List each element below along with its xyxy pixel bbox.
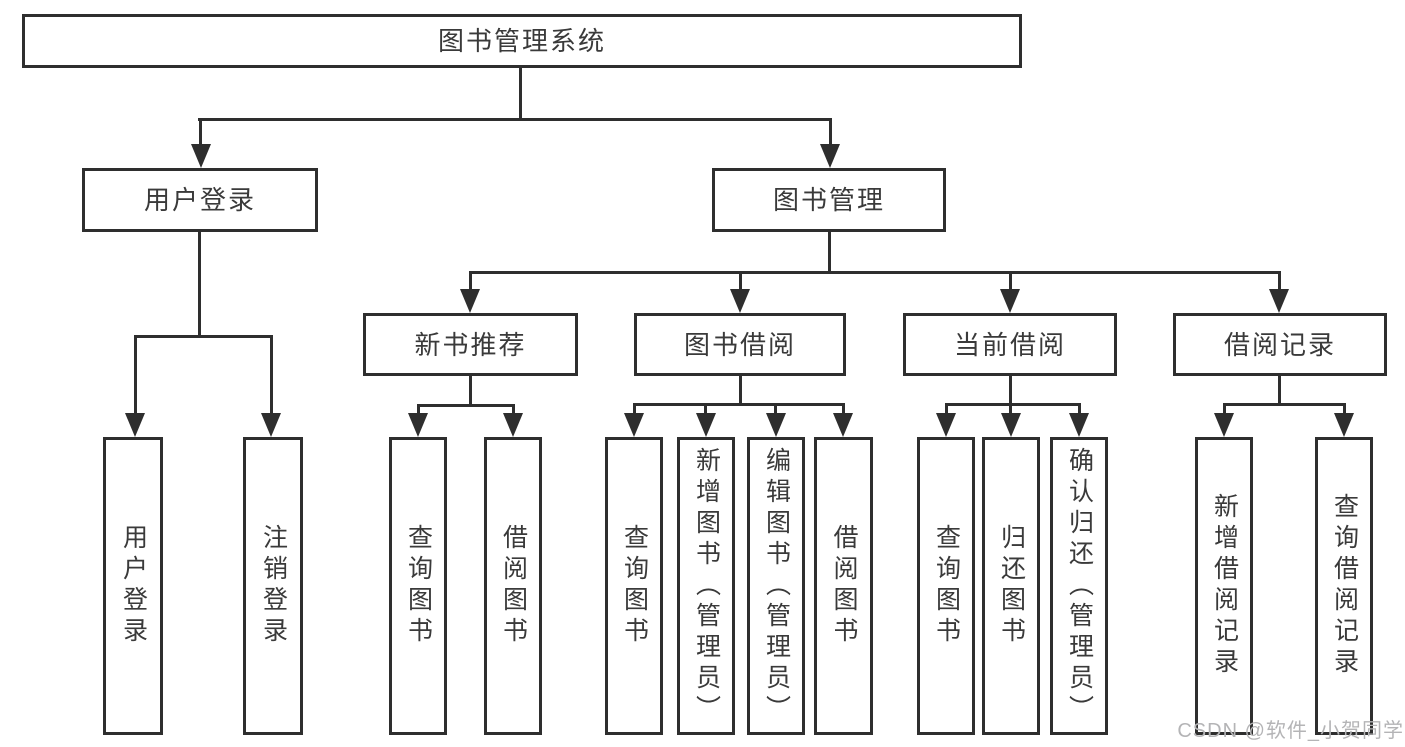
connector-line [704,403,707,416]
connector-line [945,403,948,416]
leaf-borrowing-query-books: 查询图书 [605,437,663,735]
arrowhead-down-icon [1001,413,1021,437]
arrowhead-down-icon [125,413,145,437]
node-user-login-label: 用户登录 [143,185,256,215]
connector-line [842,403,845,416]
leaf-borrowing-add-books-admin-label: 新增图书（管理员） [692,446,721,726]
arrowhead-down-icon [1334,413,1354,437]
node-book-management: 图书管理 [712,168,946,232]
connector-line [774,403,777,416]
arrowhead-down-icon [1000,289,1020,313]
arrowhead-down-icon [936,413,956,437]
connector-line [1223,403,1345,406]
connector-line [633,403,845,406]
leaf-newbook-borrow-books: 借阅图书 [484,437,542,735]
connector-line [1343,403,1346,416]
leaf-user-login-label: 用户登录 [119,524,148,648]
connector-line [739,271,742,293]
connector-line [134,335,137,415]
node-current-borrowing-label: 当前借阅 [953,329,1066,360]
arrowhead-down-icon [408,413,428,437]
arrowhead-down-icon [261,413,281,437]
connector-line [739,376,742,406]
connector-line [1078,403,1081,416]
node-book-borrowing-label: 图书借阅 [683,329,796,360]
arrowhead-down-icon [766,413,786,437]
connector-line [512,404,515,416]
leaf-borrowing-borrow-books-label: 借阅图书 [830,524,858,648]
connector-line [198,118,832,121]
leaf-borrowing-borrow-books: 借阅图书 [814,437,873,735]
leaf-newbook-query-books-label: 查询图书 [404,524,433,648]
arrowhead-down-icon [624,413,644,437]
leaf-user-login: 用户登录 [103,437,163,735]
leaf-records-add-borrow-record: 新增借阅记录 [1195,437,1253,735]
leaf-records-add-borrow-record-label: 新增借阅记录 [1210,493,1239,679]
leaf-current-confirm-return-admin-label: 确认归还（管理员） [1065,446,1094,726]
connector-line [417,404,420,416]
leaf-borrowing-query-books-label: 查询图书 [620,524,649,648]
node-borrow-records-label: 借阅记录 [1223,329,1336,360]
connector-line [829,118,832,146]
connector-line [1009,271,1012,293]
connector-line [1009,403,1012,416]
arrowhead-down-icon [696,413,716,437]
leaf-current-query-books: 查询图书 [917,437,975,735]
connector-line [1223,403,1226,416]
arrowhead-down-icon [730,289,750,313]
connector-line [134,335,273,338]
node-borrow-records: 借阅记录 [1173,313,1387,376]
connector-line [1278,376,1281,406]
connector-line [945,403,1081,406]
leaf-borrowing-add-books-admin: 新增图书（管理员） [677,437,735,735]
connector-line [270,335,273,415]
leaf-logout-label: 注销登录 [259,524,288,648]
leaf-current-confirm-return-admin: 确认归还（管理员） [1050,437,1108,735]
connector-line [469,271,472,293]
connector-line [198,232,201,337]
leaf-records-query-borrow-record-label: 查询借阅记录 [1330,493,1359,679]
node-new-book-recommend: 新书推荐 [363,313,578,376]
arrowhead-down-icon [503,413,523,437]
leaf-borrowing-edit-books-admin: 编辑图书（管理员） [747,437,805,735]
connector-line [1009,376,1012,406]
connector-line [519,68,522,119]
connector-line [1278,271,1281,293]
connector-line [199,118,202,146]
arrowhead-down-icon [1069,413,1089,437]
leaf-records-query-borrow-record: 查询借阅记录 [1315,437,1373,735]
arrowhead-down-icon [820,144,840,168]
leaf-current-return-books: 归还图书 [982,437,1040,735]
connector-line [633,403,636,416]
node-current-borrowing: 当前借阅 [903,313,1117,376]
node-book-borrowing: 图书借阅 [634,313,846,376]
leaf-current-query-books-label: 查询图书 [932,524,961,648]
node-user-login: 用户登录 [82,168,318,232]
connector-line [417,404,515,407]
csdn-watermark: CSDN @软件_小贺同学 [1177,720,1404,742]
node-new-book-recommend-label: 新书推荐 [414,329,527,360]
connector-line [469,271,1281,274]
arrowhead-down-icon [191,144,211,168]
node-library-system: 图书管理系统 [22,14,1022,68]
leaf-current-return-books-label: 归还图书 [997,524,1026,648]
arrowhead-down-icon [460,289,480,313]
arrowhead-down-icon [1214,413,1234,437]
connector-line [828,232,831,274]
leaf-newbook-borrow-books-label: 借阅图书 [499,524,528,648]
node-book-management-label: 图书管理 [772,185,885,215]
node-library-system-label: 图书管理系统 [437,26,606,56]
leaf-borrowing-edit-books-admin-label: 编辑图书（管理员） [762,446,791,726]
arrowhead-down-icon [833,413,853,437]
leaf-newbook-query-books: 查询图书 [389,437,447,735]
leaf-logout: 注销登录 [243,437,303,735]
arrowhead-down-icon [1269,289,1289,313]
connector-line [469,376,472,407]
